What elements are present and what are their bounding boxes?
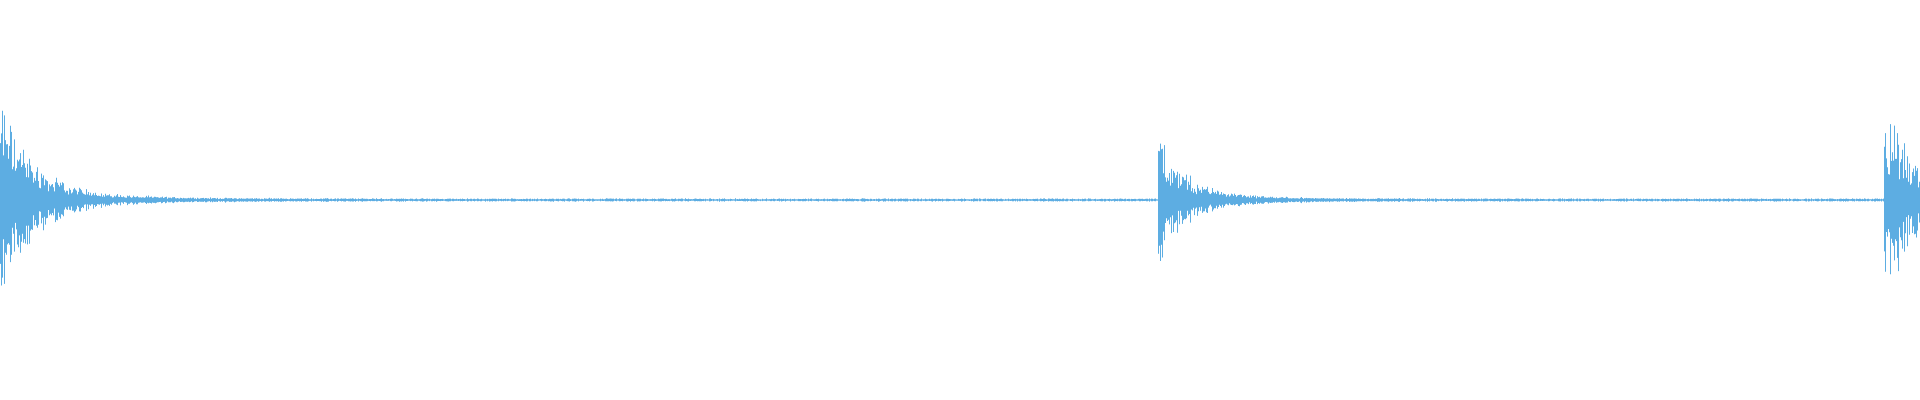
waveform-path xyxy=(0,110,1920,286)
waveform-samples xyxy=(0,110,1920,286)
